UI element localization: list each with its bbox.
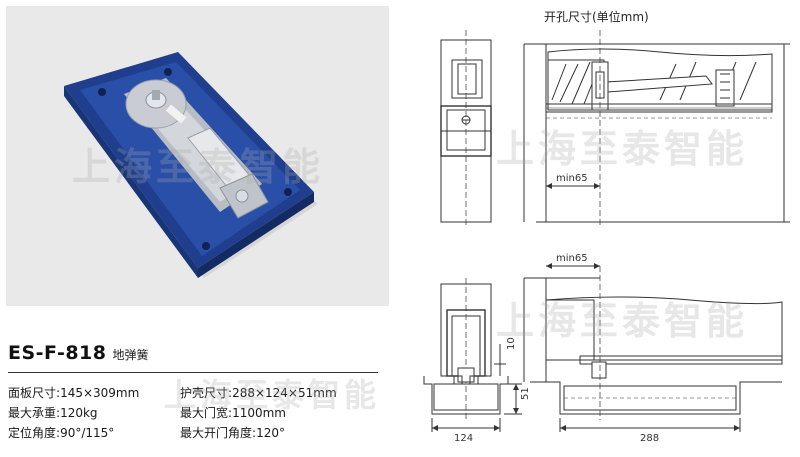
dim-min65-bottom: min65 — [556, 253, 588, 264]
model-line: ES-F-818 地弹簧 — [8, 342, 149, 372]
screw — [284, 188, 292, 196]
screw — [98, 88, 106, 96]
housing-front — [64, 86, 198, 278]
spec-max-load: 最大承重:120kg — [8, 406, 98, 420]
dim-288: 288 — [640, 433, 659, 444]
bottom-section-view — [423, 278, 522, 432]
model-name: ES-F-818 — [8, 342, 107, 364]
spec-housing-size: 护壳尺寸:288×124×51mm — [180, 386, 337, 400]
drawing-title: 开孔尺寸(单位mm) — [544, 10, 649, 24]
floor-spring-photo — [64, 52, 318, 278]
top-side-view — [440, 30, 492, 226]
dim-10: 10 — [506, 337, 517, 350]
label-sticker — [165, 104, 187, 124]
product-photo-panel: 上海至泰智能 — [6, 6, 389, 306]
spec-panel-size: 面板尺寸:145×309mm — [8, 386, 140, 400]
dim-min65-top: min65 — [556, 173, 588, 184]
screw — [202, 242, 210, 250]
top-plan-view — [523, 30, 790, 226]
dim-124: 124 — [454, 433, 473, 444]
housing-side — [198, 192, 314, 278]
screw — [164, 68, 172, 76]
spec-positioning-angle: 定位角度:90°/115° — [8, 426, 115, 440]
spec-divider — [8, 372, 378, 373]
spec-max-open-angle: 最大开门角度:120° — [180, 426, 285, 440]
bottom-long-section — [523, 263, 783, 432]
model-type: 地弹簧 — [112, 348, 149, 362]
spindle-shaft — [152, 90, 160, 100]
spec-max-door-width: 最大门宽:1100mm — [180, 406, 286, 420]
adjust-valve-icon — [235, 189, 249, 203]
dim-51: 51 — [520, 387, 531, 400]
